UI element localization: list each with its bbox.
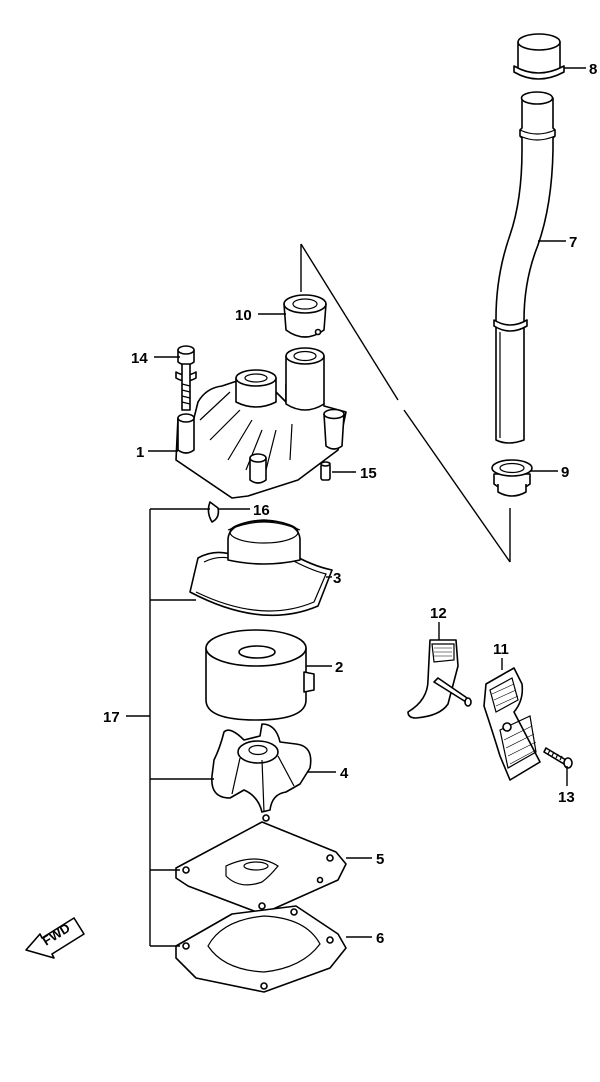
callout-17: 17	[103, 709, 120, 726]
callout-3: 3	[333, 570, 341, 587]
part-11-grille-cover	[483, 667, 541, 781]
callout-9: 9	[561, 464, 569, 481]
callout-labels: 1 2 3 4 5 6 7 8 9 10 11 12 13 14 15 16 1…	[103, 61, 597, 947]
leader-lines	[126, 67, 586, 947]
callout-1: 1	[136, 444, 144, 461]
part-15-pin	[320, 461, 331, 481]
part-5-plate	[175, 814, 347, 915]
callout-16: 16	[253, 502, 270, 519]
callout-11: 11	[493, 641, 509, 658]
part-10-bushing	[283, 294, 327, 338]
callout-10: 10	[235, 307, 252, 324]
callout-2: 2	[335, 659, 343, 676]
callout-15: 15	[360, 465, 377, 482]
callout-6: 6	[376, 930, 384, 947]
fwd-arrow: FWD	[25, 917, 85, 959]
part-12-bracket	[407, 639, 472, 719]
part-14-bolt	[175, 345, 197, 411]
part-6-gasket	[175, 905, 347, 993]
callout-4: 4	[340, 765, 349, 782]
assembly-relation-line	[300, 243, 511, 563]
part-3-liner	[189, 519, 333, 617]
part-8-grommet	[513, 33, 565, 80]
part-4-impeller	[211, 723, 312, 813]
part-16-key	[207, 501, 220, 523]
part-2-pump-case	[205, 629, 315, 721]
callout-5: 5	[376, 851, 384, 868]
part-13-screw	[543, 747, 573, 769]
callout-7: 7	[569, 234, 577, 251]
part-1-pump-housing	[175, 347, 347, 499]
part-9-grommet	[491, 459, 533, 497]
callout-14: 14	[131, 350, 148, 367]
callout-13: 13	[558, 789, 575, 806]
callout-12: 12	[430, 605, 447, 622]
callout-8: 8	[589, 61, 597, 78]
part-7-water-tube	[493, 91, 556, 444]
